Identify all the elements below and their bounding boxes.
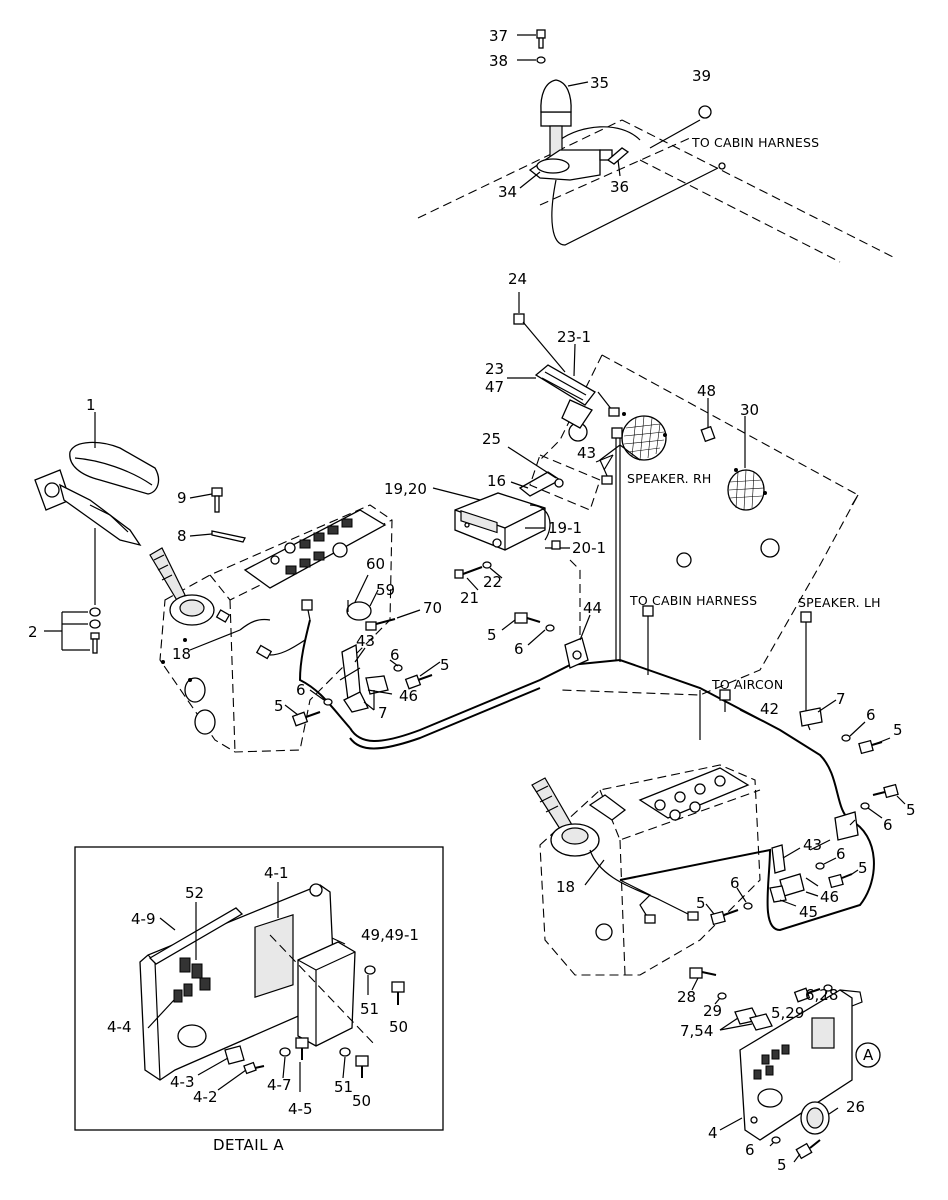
callout-18-right: 18 <box>556 878 575 896</box>
note-to-cabin-harness-top: TO CABIN HARNESS <box>691 135 819 150</box>
note-to-cabin-harness-mid: TO CABIN HARNESS <box>629 593 757 608</box>
callout-43-left: 43 <box>356 632 375 650</box>
callout-23: 23 <box>485 360 504 378</box>
callout-1: 1 <box>86 396 96 414</box>
callout-29: 29 <box>703 1002 722 1020</box>
callout-30: 30 <box>740 401 759 419</box>
callout-70: 70 <box>423 599 442 617</box>
callout-5-rightlow: 5 <box>906 801 916 819</box>
callout-4-2: 4-2 <box>193 1088 218 1106</box>
callout-60: 60 <box>366 555 385 573</box>
callout-5-29: 5,29 <box>771 1004 804 1022</box>
callout-36: 36 <box>610 178 629 196</box>
note-speaker-lh: SPEAKER. LH <box>798 595 881 610</box>
callout-26: 26 <box>846 1098 865 1116</box>
callout-46-right: 46 <box>820 888 839 906</box>
left-console <box>149 504 421 753</box>
detail-a-caption: DETAIL A <box>213 1136 284 1154</box>
callout-48: 48 <box>697 382 716 400</box>
callout-25: 25 <box>482 430 501 448</box>
callout-2: 2 <box>28 623 38 641</box>
callout-4: 4 <box>708 1124 718 1142</box>
callout-50-upper: 50 <box>389 1018 408 1036</box>
callout-5-bottom: 5 <box>777 1156 787 1174</box>
callout-6-rightlow: 6 <box>883 816 893 834</box>
callout-18-left: 18 <box>172 645 191 663</box>
callout-5-console: 5 <box>858 859 868 877</box>
callout-6-leftlow: 6 <box>296 681 306 699</box>
callout-19-1: 19-1 <box>548 519 582 537</box>
callout-35: 35 <box>590 74 609 92</box>
callout-5-leftlow: 5 <box>274 697 284 715</box>
callout-4-9: 4-9 <box>131 910 156 928</box>
callout-51-upper: 51 <box>360 1000 379 1018</box>
harness-notes: TO CABIN HARNESS SPEAKER. RH TO CABIN HA… <box>213 135 881 1154</box>
speaker-panel <box>539 354 859 696</box>
callout-21: 21 <box>460 589 479 607</box>
wire-harness <box>255 427 875 932</box>
callout-49: 49,49-1 <box>361 926 419 944</box>
callout-38: 38 <box>489 52 508 70</box>
note-speaker-rh: SPEAKER. RH <box>627 471 712 486</box>
callout-6-upper: 6 <box>514 640 524 658</box>
callout-34: 34 <box>498 183 517 201</box>
callout-6-28: 6,28 <box>805 986 838 1004</box>
left-clamp-area <box>284 612 591 727</box>
callout-6-right: 6 <box>866 706 876 724</box>
callout-37: 37 <box>489 27 508 45</box>
callout-7-right: 7 <box>836 690 846 708</box>
callout-16: 16 <box>487 472 506 490</box>
callout-44: 44 <box>583 599 602 617</box>
callout-39: 39 <box>692 67 711 85</box>
armrest-assembly <box>34 412 246 654</box>
callout-6-lower: 6 <box>730 874 740 892</box>
callout-43-top: 43 <box>577 444 596 462</box>
callout-20-1: 20-1 <box>572 539 606 557</box>
connector-23 <box>507 292 620 429</box>
callout-5-right: 5 <box>893 721 903 739</box>
callout-28: 28 <box>677 988 696 1006</box>
callout-42: 42 <box>760 700 779 718</box>
callout-8: 8 <box>177 527 187 545</box>
mounting-plate-4 <box>689 967 881 1163</box>
callout-4-5: 4-5 <box>288 1100 313 1118</box>
note-to-aircon: TO AIRCON <box>711 677 783 692</box>
cab-roof-assembly <box>417 29 896 263</box>
detail-a-marker-letter: A <box>863 1046 874 1064</box>
callout-43-right: 43 <box>803 836 822 854</box>
callout-5-lower: 5 <box>696 894 706 912</box>
callout-6-console: 6 <box>836 845 846 863</box>
callout-50-lower: 50 <box>352 1092 371 1110</box>
callout-7-left: 7 <box>378 704 388 722</box>
right-clamp-area <box>771 699 906 874</box>
callout-19-20: 19,20 <box>384 480 427 498</box>
callout-45: 45 <box>799 903 818 921</box>
callout-5-left: 5 <box>440 656 450 674</box>
detail-a-marker <box>855 1042 881 1068</box>
callout-52: 52 <box>185 884 204 902</box>
callout-5-upper: 5 <box>487 626 497 644</box>
callout-24: 24 <box>508 270 527 288</box>
callout-23-1: 23-1 <box>557 328 591 346</box>
detail-a-box <box>74 846 444 1131</box>
callout-6-left: 6 <box>390 646 400 664</box>
callout-labels: 37 38 35 39 34 36 24 23-1 23 47 48 30 1 … <box>28 27 916 1174</box>
callout-47: 47 <box>485 378 504 396</box>
callout-6-bottom: 6 <box>745 1141 755 1159</box>
right-console <box>531 764 859 976</box>
callout-7-54: 7,54 <box>680 1022 713 1040</box>
leader-lines <box>595 454 856 851</box>
callout-4-4: 4-4 <box>107 1018 132 1036</box>
callout-4-1: 4-1 <box>264 864 289 882</box>
callout-46-left: 46 <box>399 687 418 705</box>
callout-59: 59 <box>376 581 395 599</box>
callout-22: 22 <box>483 573 502 591</box>
radio-unit <box>432 446 601 640</box>
callout-4-7: 4-7 <box>267 1076 292 1094</box>
callout-9: 9 <box>177 489 187 507</box>
callout-4-3: 4-3 <box>170 1073 195 1091</box>
callout-51-lower: 51 <box>334 1078 353 1096</box>
